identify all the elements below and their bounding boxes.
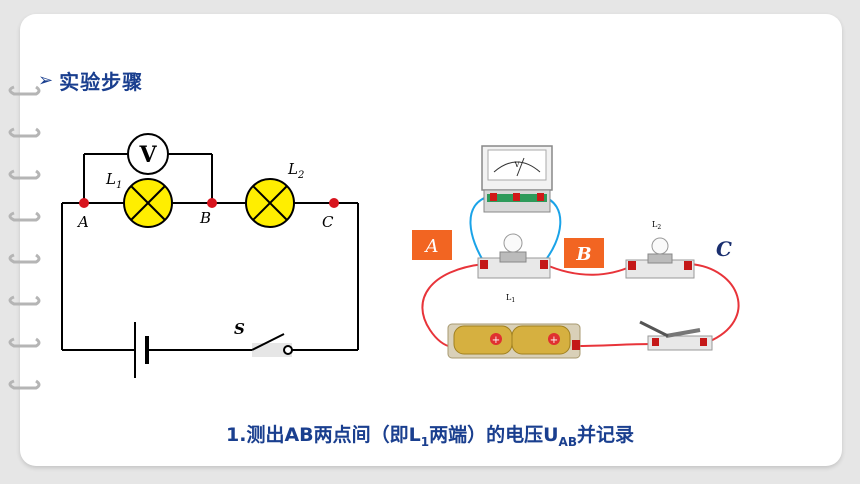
node-a	[79, 198, 89, 208]
lamp-1	[123, 178, 173, 228]
voltmeter-device: V	[481, 145, 553, 213]
arrow-bullet-icon: ➢	[38, 70, 54, 91]
point-c-label: C	[322, 213, 334, 231]
wire-blue-left	[469, 195, 491, 263]
ring-3	[8, 169, 41, 180]
voltmeter-symbol	[127, 133, 169, 175]
switch-lever	[251, 333, 285, 351]
step-caption: 1.测出AB两点间（即L1两端）的电压UAB并记录	[226, 424, 634, 449]
ring-6	[8, 295, 41, 306]
switch-base	[252, 343, 292, 357]
tag-c-text: C	[716, 237, 732, 261]
binder-rings	[8, 85, 41, 390]
wire-middle	[543, 263, 633, 276]
ring-7	[8, 337, 41, 348]
ring-5	[8, 253, 41, 264]
lamp-1-label: L1	[105, 170, 122, 191]
wire-bottom	[575, 343, 653, 347]
tag-a-text: A	[424, 236, 439, 257]
knife-switch-device	[639, 320, 713, 351]
wire-right	[689, 263, 740, 343]
tag-b-text: B	[575, 244, 591, 265]
switch-contact	[283, 345, 293, 355]
section-heading-text: 实验步骤	[59, 70, 144, 94]
section-heading: ➢ 实验步骤	[38, 66, 143, 95]
meter-symbol: V	[513, 161, 520, 169]
point-a-label: A	[76, 213, 89, 231]
lamp-2	[245, 178, 295, 228]
svg-text:+: +	[550, 335, 558, 346]
wire-left	[421, 263, 485, 348]
lamp-l1-device	[477, 233, 551, 279]
switch-label: S	[234, 320, 245, 338]
ring-8	[8, 379, 41, 390]
ring-4	[8, 211, 41, 222]
lamp-l2-device	[625, 237, 695, 279]
tag-a	[412, 230, 452, 260]
point-b-label: B	[199, 209, 211, 227]
voltmeter-letter: V	[138, 142, 157, 168]
node-b	[207, 198, 217, 208]
ring-1	[8, 85, 41, 96]
node-c	[329, 198, 339, 208]
tag-b	[564, 238, 604, 268]
battery-pack-device: + +	[447, 323, 581, 359]
l2-device-label: L2	[652, 220, 661, 231]
l1-device-label: L1	[506, 293, 515, 304]
ring-2	[8, 127, 41, 138]
lamp-2-label: L2	[287, 160, 304, 181]
svg-text:+: +	[492, 335, 500, 346]
